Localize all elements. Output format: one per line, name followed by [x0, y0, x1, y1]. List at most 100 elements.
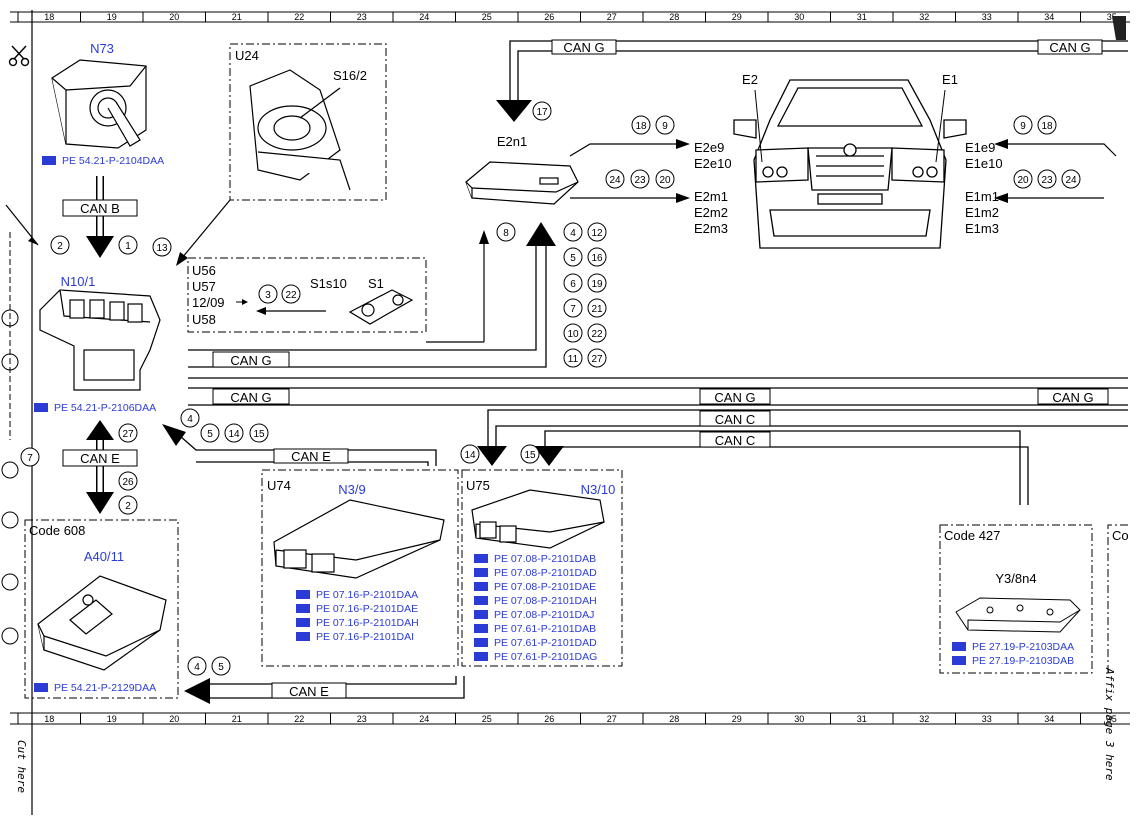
- svg-text:21: 21: [591, 304, 603, 315]
- svg-text:13: 13: [156, 243, 168, 254]
- s1-label: S1: [368, 276, 384, 291]
- e1m1-label: E1m1: [965, 189, 999, 204]
- callout-2b: [118, 495, 138, 515]
- ref-item: PE 27.19-P-2103DAB: [972, 655, 1074, 667]
- pointer-icon: [474, 652, 488, 661]
- cut-here-note: Cut here: [15, 740, 28, 793]
- svg-text:26: 26: [122, 477, 134, 488]
- callout-4b: [187, 656, 207, 676]
- can-g-box-top-right: [1037, 39, 1103, 55]
- callout-4: [180, 408, 200, 428]
- ref-item: PE 07.08-P-2101DAE: [494, 581, 596, 593]
- code-608-label: Code 608: [29, 523, 85, 538]
- svg-text:23: 23: [1041, 175, 1053, 186]
- e1-label: E1: [942, 72, 958, 87]
- ruler-number: 20: [169, 714, 179, 724]
- svg-text:4: 4: [194, 662, 200, 673]
- svg-text:CAN C: CAN C: [715, 433, 755, 448]
- transmission-control-unit-icon: [471, 489, 605, 549]
- a40-11-label: A40/11: [84, 549, 124, 564]
- can-b-label: CAN B: [80, 201, 120, 216]
- ruler-number: 32: [919, 714, 929, 724]
- u24-code: U24: [235, 48, 259, 63]
- ruler-number: 29: [732, 12, 742, 22]
- svg-text:14: 14: [464, 450, 476, 461]
- pointer-icon: [296, 604, 310, 613]
- svg-text:27: 27: [122, 429, 134, 440]
- svg-text:5: 5: [570, 253, 576, 264]
- u74-code: U74: [267, 478, 291, 493]
- svg-text:10: 10: [567, 329, 579, 340]
- svg-text:22: 22: [591, 329, 603, 340]
- svg-text:1: 1: [125, 241, 131, 252]
- callout-7: [20, 447, 40, 467]
- steering-column-switch-icon: [245, 69, 365, 191]
- svg-text:17: 17: [536, 107, 548, 118]
- n73-label: N73: [90, 41, 114, 56]
- code-12-09: 12/09: [192, 295, 225, 310]
- u56-box: [187, 257, 427, 333]
- car-front-icon: [733, 79, 967, 249]
- svg-text:CAN G: CAN G: [563, 40, 604, 55]
- pointer-icon: [34, 403, 48, 412]
- svg-text:24: 24: [609, 175, 621, 186]
- callout-5: [200, 423, 220, 443]
- y3-8n4-label: Y3/8n4: [995, 571, 1036, 586]
- u56-code: U56: [192, 263, 216, 278]
- valve-body-control-unit-icon: [955, 597, 1081, 633]
- ruler-number: 30: [794, 12, 804, 22]
- svg-text:16: 16: [591, 253, 603, 264]
- fuse-relay-module-icon: [39, 289, 161, 391]
- callout-13: [152, 237, 172, 257]
- u74-box: [261, 469, 459, 667]
- svg-text:5: 5: [207, 429, 213, 440]
- e2m2-label: E2m2: [694, 205, 728, 220]
- svg-text:18: 18: [1041, 121, 1053, 132]
- ruler-number: 19: [107, 714, 117, 724]
- ruler-number: 19: [107, 12, 117, 22]
- svg-text:9: 9: [662, 121, 668, 132]
- n73-ref: PE 54.21-P-2104DAA: [62, 155, 164, 167]
- ref-item: PE 07.16-P-2101DAI: [316, 631, 414, 643]
- can-g-box-mid: [212, 351, 290, 368]
- s16-2-label: S16/2: [333, 68, 367, 83]
- code-partial-label: Co: [1112, 528, 1129, 543]
- svg-text:14: 14: [228, 429, 240, 440]
- ruler-number: 23: [357, 714, 367, 724]
- u24-box: [229, 43, 387, 201]
- svg-text:CAN E: CAN E: [289, 684, 329, 699]
- ruler-number: 22: [294, 12, 304, 22]
- ignition-switch-icon: [51, 59, 147, 149]
- ruler-number: 26: [544, 714, 554, 724]
- svg-text:23: 23: [634, 175, 646, 186]
- can-b-bus-box: [62, 199, 138, 217]
- callout-column: 4 12 5 16 6 19 7 21 10 22 11 27: [563, 222, 607, 368]
- svg-text:11: 11: [568, 354, 579, 365]
- ruler-number: 28: [669, 714, 679, 724]
- callout-1: [118, 235, 138, 255]
- u58-code: U58: [192, 312, 216, 327]
- e2e10-label: E2e10: [694, 156, 732, 171]
- can-e-box-lower: [271, 682, 347, 699]
- svg-text:CAN G: CAN G: [230, 390, 271, 405]
- callout-5b: [211, 656, 231, 676]
- svg-text:9: 9: [1020, 121, 1026, 132]
- pointer-icon: [42, 156, 56, 165]
- pointer-icon: [474, 568, 488, 577]
- light-switch-icon: [348, 289, 414, 325]
- e2m3-label: E2m3: [694, 221, 728, 236]
- ref-item: PE 07.08-P-2101DAB: [494, 553, 596, 565]
- ref-item: PE 07.16-P-2101DAA: [316, 589, 418, 601]
- callout-27: [118, 423, 138, 443]
- can-g-box-long-left: [212, 388, 290, 405]
- pointer-icon: [474, 610, 488, 619]
- a40-11-ref: PE 54.21-P-2129DAA: [54, 682, 156, 694]
- ruler-number: 23: [357, 12, 367, 22]
- svg-text:24: 24: [1065, 175, 1077, 186]
- callout-3: [258, 284, 278, 304]
- can-c-box-2: [699, 431, 771, 448]
- svg-text:6: 6: [570, 279, 576, 290]
- can-e-bus-box-vertical: [62, 449, 138, 467]
